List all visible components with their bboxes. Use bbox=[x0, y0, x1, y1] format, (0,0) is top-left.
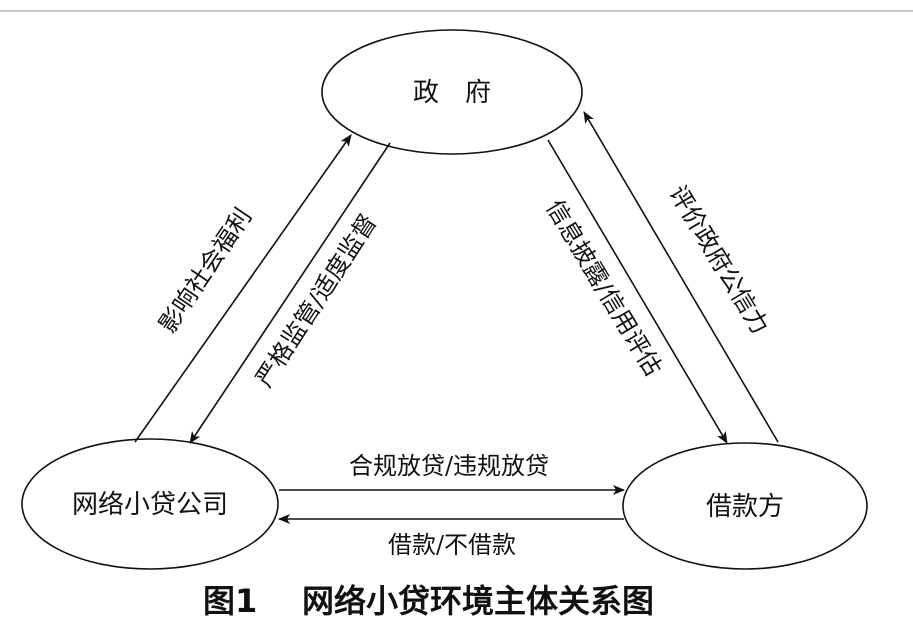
node-government: 政 府 bbox=[321, 29, 583, 155]
edge-label-gov-to-lender: 严格监管/适度监督 bbox=[250, 209, 382, 392]
node-lender-label: 网络小贷公司 bbox=[72, 490, 228, 520]
node-lender: 网络小贷公司 bbox=[21, 438, 279, 570]
figure-number: 图1 bbox=[203, 582, 257, 620]
edge-label-lender-to-borrower: 合规放贷/违规放贷 bbox=[349, 452, 549, 480]
edge-gov-to-lender-arrow bbox=[189, 142, 391, 444]
figure-title: 网络小贷环境主体关系图 bbox=[302, 582, 654, 620]
edge-label-borrower-to-lender: 借款/不借款 bbox=[388, 531, 516, 559]
figure-caption: 图1 网络小贷环境主体关系图 bbox=[203, 582, 654, 620]
edge-lender-to-gov-arrow bbox=[134, 134, 352, 443]
node-borrower-label: 借款方 bbox=[706, 492, 784, 522]
node-government-label: 政 府 bbox=[413, 78, 491, 108]
edge-label-borrower-to-gov: 评价政府公信力 bbox=[664, 181, 775, 339]
edge-borrower-to-gov-arrow bbox=[583, 111, 779, 443]
edge-label-lender-to-gov: 影响社会福利 bbox=[153, 203, 257, 338]
edge-gov-to-borrower-arrow bbox=[547, 139, 728, 444]
node-borrower: 借款方 bbox=[622, 442, 868, 570]
